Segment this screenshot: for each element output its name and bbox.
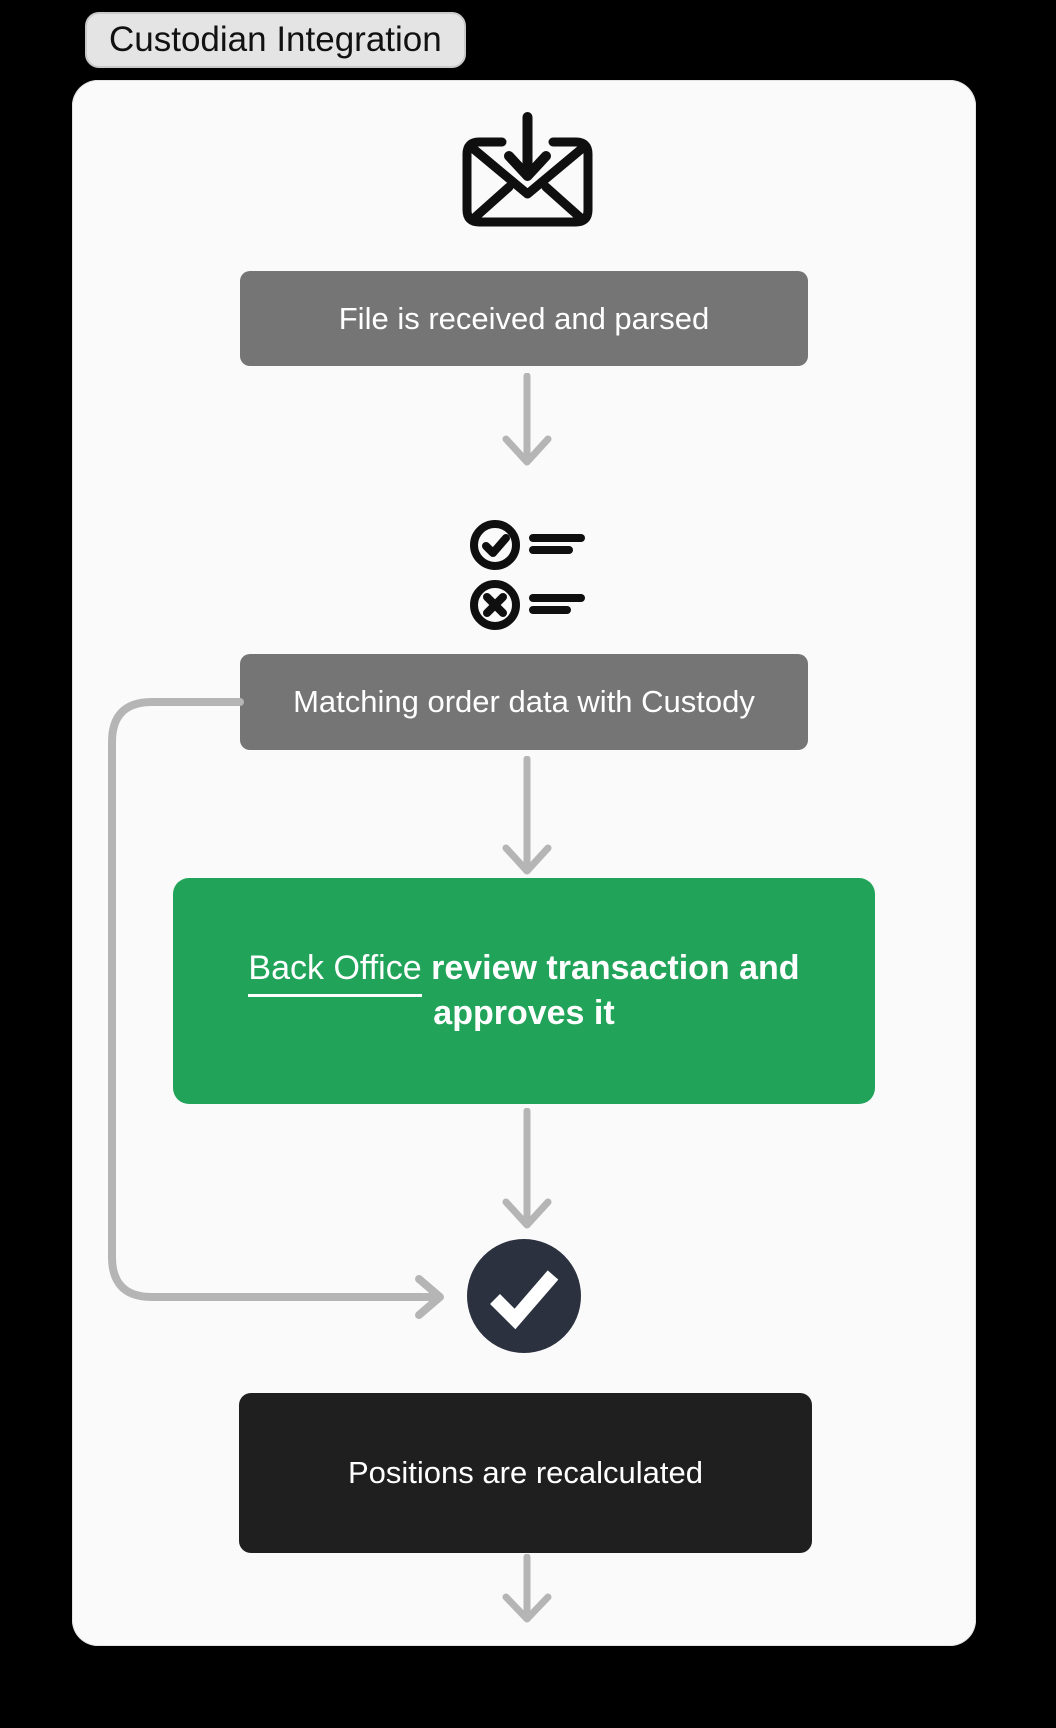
back-office-link[interactable]: Back Office xyxy=(248,949,422,997)
check-circle-icon xyxy=(467,1239,581,1353)
step-back-office-label: Back Office review transaction and appro… xyxy=(243,946,805,1036)
down-arrow-icon xyxy=(502,1554,552,1623)
bypass-connector-arrow xyxy=(108,698,444,1319)
diagram-title-label: Custodian Integration xyxy=(109,20,442,59)
step-positions-label: Positions are recalculated xyxy=(348,1455,703,1490)
step-back-office-approval: Back Office review transaction and appro… xyxy=(173,878,875,1104)
mail-arrow-down-icon xyxy=(462,112,593,227)
checkmark-glyph xyxy=(490,1270,559,1330)
step-matching-order: Matching order data with Custody xyxy=(240,654,808,750)
down-arrow-icon xyxy=(502,373,552,466)
step-file-received: File is received and parsed xyxy=(240,271,808,366)
step-file-received-label: File is received and parsed xyxy=(338,300,710,336)
down-arrow-icon xyxy=(502,756,552,875)
step-positions-recalculated: Positions are recalculated xyxy=(239,1393,812,1553)
checklist-match-icon xyxy=(470,520,585,630)
diagram-title-badge: Custodian Integration xyxy=(85,12,466,68)
down-arrow-icon xyxy=(502,1108,552,1229)
back-office-bold-text: review transaction and approves it xyxy=(431,949,800,1032)
step-matching-order-label: Matching order data with Custody xyxy=(293,684,755,719)
